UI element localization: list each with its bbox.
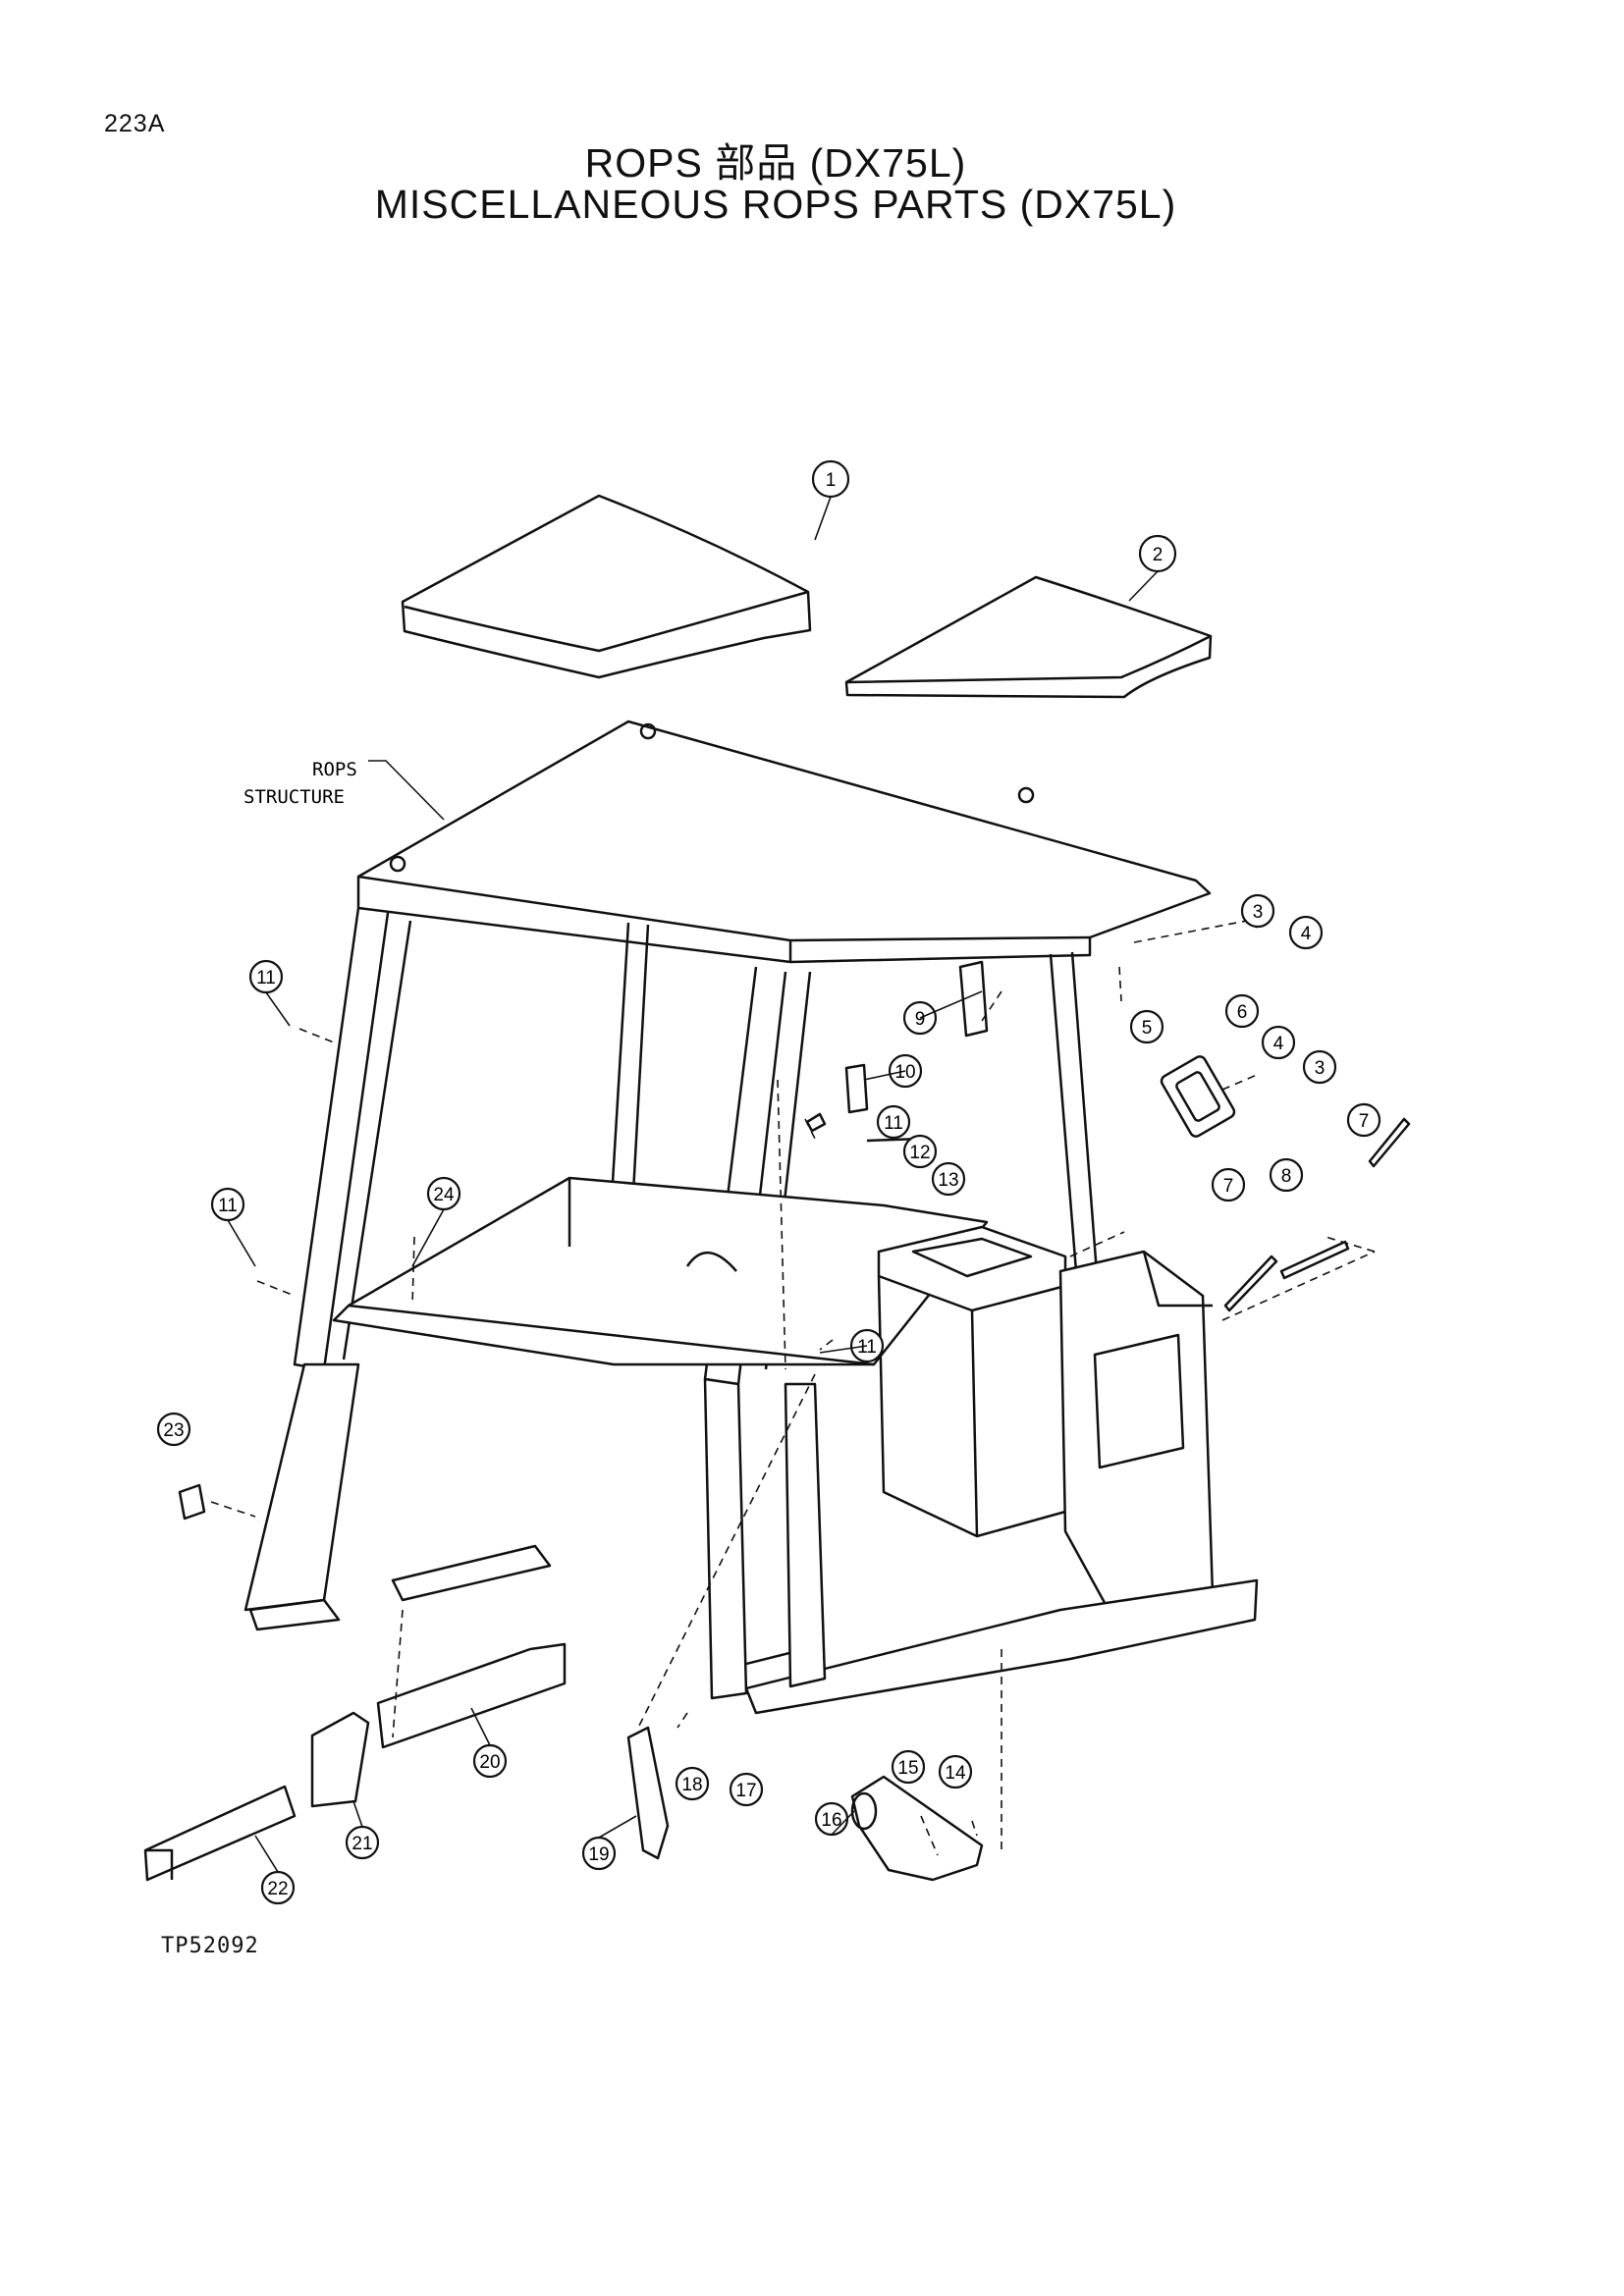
plate-part-10: [844, 1063, 869, 1114]
callout-14: 14: [945, 1763, 966, 1784]
panel-part-19: [626, 1726, 670, 1860]
callout-23: 23: [163, 1420, 184, 1441]
rops-annotation-line1: ROPS: [312, 759, 357, 780]
callout-19: 19: [588, 1844, 609, 1865]
callout-24: 24: [433, 1185, 455, 1205]
callout-11a: 11: [884, 1113, 903, 1134]
page-code: 223A: [104, 110, 166, 137]
callout-3b: 3: [1315, 1058, 1326, 1079]
callout-7a: 7: [1359, 1111, 1370, 1132]
page-title-english: MISCELLANEOUS ROPS PARTS (DX75L): [374, 182, 1177, 227]
callout-15: 15: [897, 1758, 918, 1779]
rops-annotation-line2: STRUCTURE: [244, 786, 345, 808]
callout-3: 3: [1253, 902, 1264, 923]
seat-box: [877, 1225, 1067, 1538]
callout-13: 13: [938, 1170, 958, 1191]
callout-7b: 7: [1223, 1176, 1234, 1197]
callout-1: 1: [826, 470, 837, 491]
strip-part-7a: [1223, 1255, 1278, 1312]
callout-18: 18: [681, 1775, 702, 1795]
callout-16: 16: [821, 1810, 841, 1831]
front-right-leg: [703, 1377, 827, 1700]
callout-10: 10: [894, 1062, 915, 1083]
label-part-9: [958, 960, 989, 1038]
bracket-part-16: [850, 1775, 984, 1882]
rear-panel: [1058, 1250, 1215, 1631]
callout-6: 6: [1237, 1002, 1248, 1023]
callout-11b: 11: [256, 968, 276, 988]
plate-part-21: [310, 1711, 370, 1808]
mirror-part: [1160, 1055, 1236, 1138]
page-title-japanese: ROPS 部品 (DX75L): [584, 140, 967, 186]
figure-code: TP52092: [161, 1934, 259, 1958]
callout-8: 8: [1281, 1166, 1292, 1187]
callout-22: 22: [267, 1879, 288, 1899]
callout-2: 2: [1153, 545, 1164, 565]
strip-part-8: [1279, 1240, 1350, 1280]
side-panel-part: [844, 575, 1213, 699]
callout-12: 12: [909, 1143, 930, 1163]
callout-11c: 11: [218, 1196, 238, 1216]
callout-9: 9: [915, 1009, 926, 1030]
callout-17: 17: [735, 1781, 756, 1801]
callout-11d: 11: [857, 1337, 877, 1358]
strip-part-7b: [1368, 1117, 1411, 1168]
channel-part-22: [143, 1785, 297, 1882]
roof-panel-part: [401, 494, 812, 679]
bracket-part-12: [805, 1112, 827, 1133]
callout-21: 21: [352, 1834, 372, 1854]
callout-4: 4: [1301, 924, 1312, 944]
strip-part-20: [376, 1642, 567, 1749]
rops-roof: [356, 720, 1212, 964]
callout-5: 5: [1142, 1018, 1153, 1039]
callout-4b: 4: [1273, 1034, 1284, 1054]
label-part-23: [178, 1483, 206, 1521]
callout-20: 20: [479, 1752, 500, 1773]
